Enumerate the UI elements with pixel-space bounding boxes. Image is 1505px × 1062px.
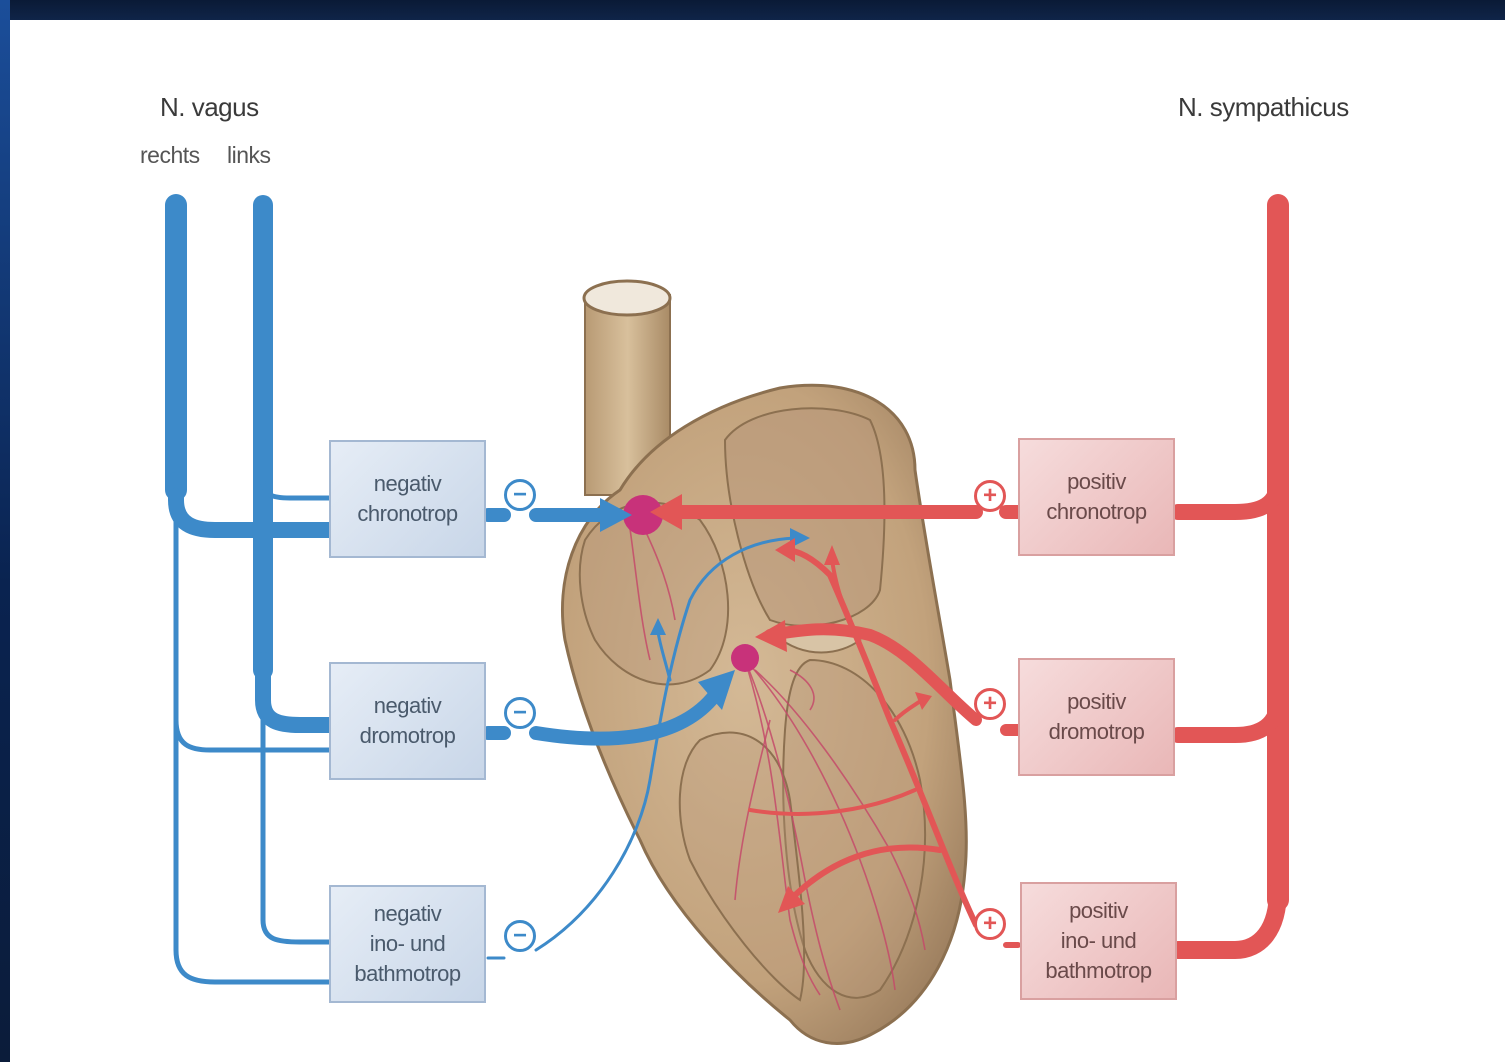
positive-dromotrop-box: positiv dromotrop: [1018, 658, 1175, 776]
sympathicus-title: N. sympathicus: [1178, 92, 1349, 123]
minus-sign-inotrop: −: [504, 920, 536, 952]
minus-sign-chronotrop: −: [504, 479, 536, 511]
sympathetic-to-chronotrop: [1178, 480, 1278, 512]
slide-canvas: N. vagus rechts links N. sympathicus neg…: [10, 20, 1505, 1062]
vagus-left-to-chronotrop: [263, 440, 330, 498]
minus-sign-dromotrop: −: [504, 697, 536, 729]
plus-sign-inotrop: +: [974, 908, 1006, 940]
sympathetic-to-dromotrop: [1178, 700, 1278, 735]
heart-innervation-diagram: [10, 20, 1505, 1062]
vagus-right-label: rechts: [140, 142, 200, 169]
negative-inotrop-bathmotrop-box: negativ ino- und bathmotrop: [329, 885, 486, 1003]
plus-sign-chronotrop: +: [974, 480, 1006, 512]
vagus-left-to-inotrop: [263, 660, 330, 942]
vagus-left-to-dromotrop: [263, 660, 330, 725]
positive-inotrop-bathmotrop-box: positiv ino- und bathmotrop: [1020, 882, 1177, 1000]
negative-dromotrop-box: negativ dromotrop: [329, 662, 486, 780]
vagus-left-label: links: [227, 142, 271, 169]
vagus-title: N. vagus: [160, 92, 259, 123]
negative-chronotrop-box: negativ chronotrop: [329, 440, 486, 558]
slide-frame-top: [0, 0, 1505, 20]
av-node: [731, 644, 759, 672]
slide-frame-left: [0, 0, 10, 1062]
sympathetic-to-inotrop: [1178, 890, 1278, 950]
positive-chronotrop-box: positiv chronotrop: [1018, 438, 1175, 556]
plus-sign-dromotrop: +: [974, 688, 1006, 720]
aorta-opening: [584, 281, 670, 315]
